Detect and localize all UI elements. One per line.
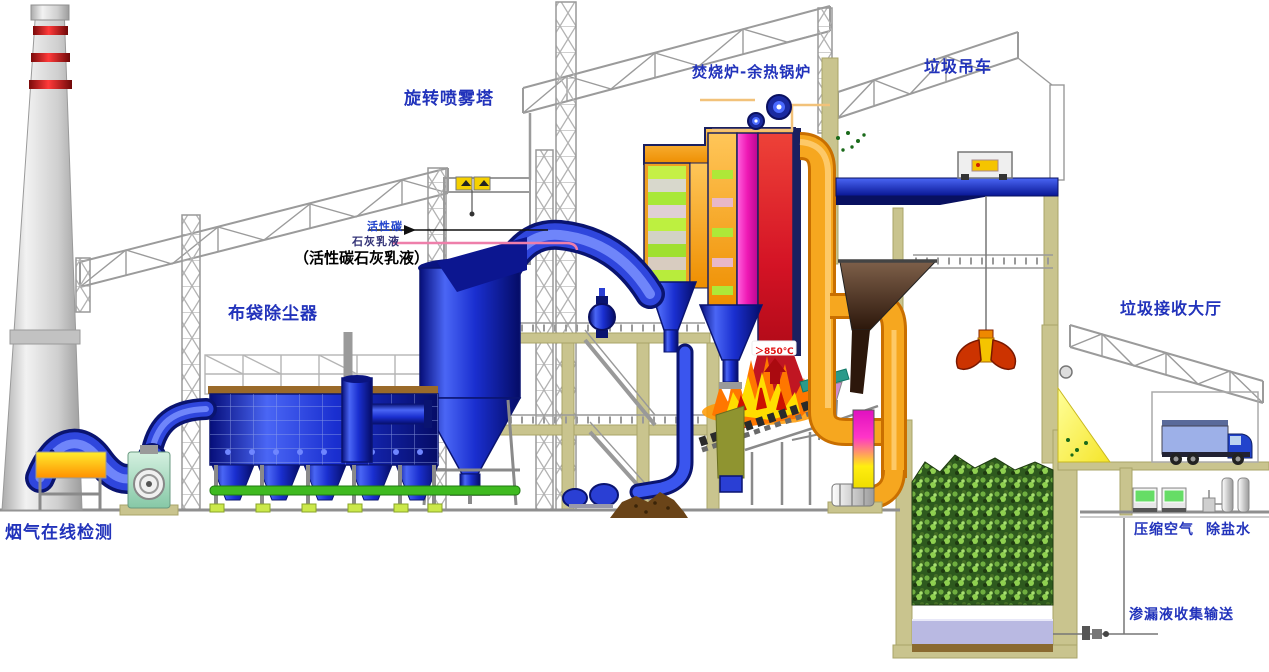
garbage-crane <box>835 151 1059 371</box>
slope-debris-dots <box>1066 438 1088 457</box>
garbage-pit <box>911 454 1054 652</box>
label-lime-emulsion: 石灰乳液 <box>352 235 400 248</box>
receiving-hall <box>1057 365 1259 465</box>
label-bag-filter: 布袋除尘器 <box>228 304 318 324</box>
misc-equipment <box>562 131 866 518</box>
basement-utilities <box>1053 477 1250 640</box>
ash-pile <box>610 492 688 518</box>
leachate-transfer <box>1053 518 1158 640</box>
building-structure <box>0 1 1269 659</box>
chimney-red-band <box>33 26 68 35</box>
superheater-bands <box>712 170 733 295</box>
bottom-ash-pumps <box>562 483 619 508</box>
ash-down-pipe <box>632 346 691 498</box>
leachate-pool <box>912 620 1053 648</box>
air-heater-column <box>852 409 875 489</box>
crane-runway-beam <box>835 177 1059 197</box>
label-garbage-crane: 垃圾吊车 <box>924 57 993 76</box>
grab-bucket <box>956 329 1016 371</box>
tipping-slope <box>1057 386 1111 463</box>
left-building-roof-truss <box>79 167 449 288</box>
chimney-red-band <box>29 80 72 89</box>
khaki-walls <box>484 57 1269 659</box>
label-leachate-collection: 渗漏液收集输送 <box>1129 607 1234 623</box>
ash-conveyor <box>209 485 521 496</box>
label-spray-tower: 旋转喷雾塔 <box>404 89 494 109</box>
crane-bay-roof-truss <box>837 31 1053 119</box>
chimney-collar <box>9 329 81 345</box>
door-pulley <box>1059 365 1073 379</box>
induced-draft-fan <box>119 445 179 516</box>
furnace-up-arrow <box>764 358 786 384</box>
grate-and-slag-chute <box>698 397 879 505</box>
incinerator-boiler <box>629 94 879 505</box>
furnace-right-wall <box>793 128 801 356</box>
chimney-cap <box>30 4 70 21</box>
label-activated-carbon: 活性碳 <box>367 220 403 233</box>
crane-trolley <box>957 151 1013 180</box>
crane-beam-underside <box>836 196 990 205</box>
label-carbon-lime-note: （活性碳石灰乳液） <box>294 249 430 267</box>
steam-drums <box>700 94 830 132</box>
combustion-air-ducts <box>799 132 907 514</box>
chimney <box>1 4 83 511</box>
label-demineralized-water: 除盐水 <box>1206 522 1251 538</box>
ball-valve <box>588 288 616 338</box>
receiving-hall-roof-truss <box>1069 324 1264 404</box>
economizer-bands <box>648 166 686 285</box>
label-incinerator-boiler: 焚烧炉-余热锅炉 <box>692 63 812 81</box>
id-fan-and-stack-duct <box>25 428 179 516</box>
flue-gas-monitor-station <box>35 451 107 510</box>
label-flue-gas-monitor: 烟气在线检测 <box>5 523 113 543</box>
baghouse-inlet-cylinder <box>341 377 373 463</box>
hall-doorway <box>1151 391 1259 463</box>
garbage-truck <box>1161 420 1253 465</box>
reagent-feed-lines <box>368 225 579 251</box>
garbage-heap <box>911 454 1054 606</box>
baghouse-top-strip <box>208 386 438 394</box>
demin-water-tanks <box>1202 477 1250 513</box>
label-furnace-temperature: ＞850℃ <box>755 347 794 357</box>
rotary-spray-tower <box>368 176 665 506</box>
air-compressors <box>1132 487 1187 513</box>
chimney-red-band <box>31 53 70 62</box>
crane-end-pillar <box>1049 84 1065 181</box>
waste-feed-chute <box>838 259 937 394</box>
label-receiving-hall: 垃圾接收大厅 <box>1120 299 1223 318</box>
flies-dots <box>836 131 866 152</box>
tower-to-baghouse-pipe <box>371 403 427 425</box>
tower-inlet-wedge <box>437 237 527 292</box>
pit-sediment <box>912 644 1053 652</box>
label-compressed-air: 压缩空气 <box>1134 522 1194 538</box>
hoist <box>455 176 491 217</box>
temperature-pill <box>751 340 797 356</box>
